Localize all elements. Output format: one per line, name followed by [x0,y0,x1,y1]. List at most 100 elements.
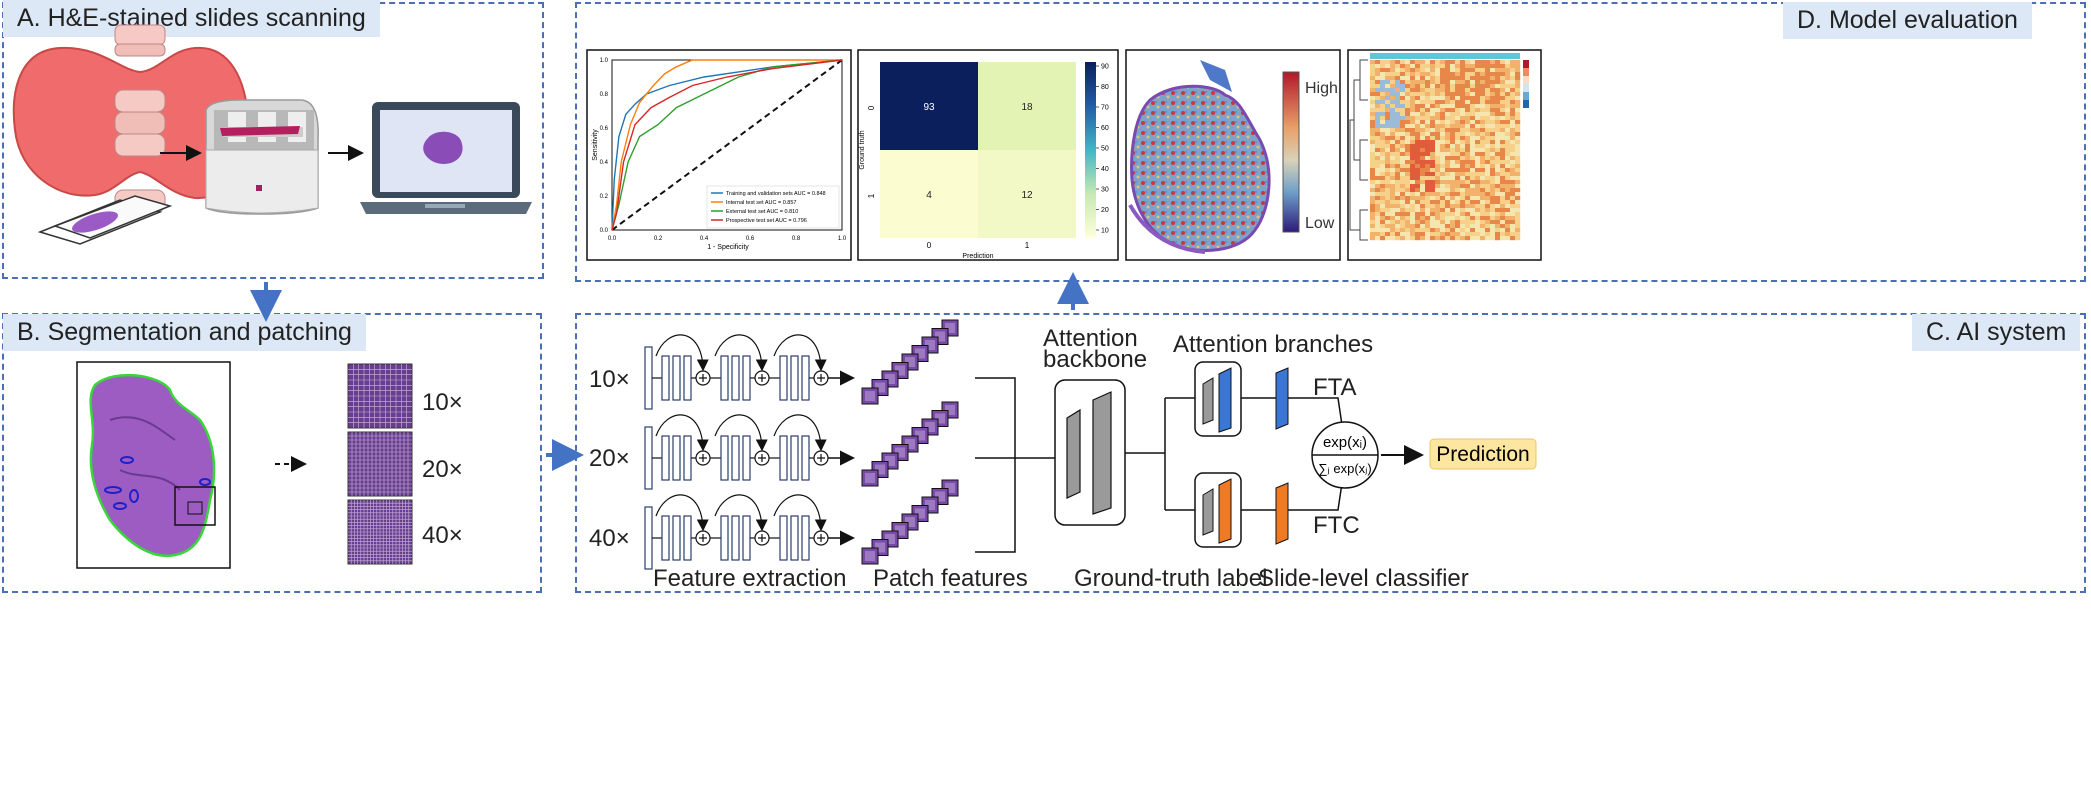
roc-y-tick: 0.2 [600,194,609,200]
label-attention-branches: Attention branches [1173,331,1374,358]
patch-feature-stack-1 [861,319,959,405]
glass-slide-icon [37,195,173,245]
cm-colorbar-tick: 20 [1101,207,1109,214]
softmax-numerator: exp(xᵢ) [1323,434,1367,451]
fta-vector [1275,367,1289,430]
cm-cell-11 [978,150,1076,238]
attention-legend-low: Low [1305,215,1335,232]
attention-legend-high: High [1305,80,1338,97]
laptop-icon [360,102,532,214]
cm-colorbar-tick: 40 [1101,166,1109,173]
label-feature-extraction: Feature extraction [653,565,847,592]
panel-d-title: D. Model evaluation [1783,2,2032,39]
slide-scanner-icon [205,99,319,215]
cm-col-label-0: 0 [927,241,932,250]
cm-colorbar-tick: 80 [1101,84,1109,91]
cm-colorbar-tick: 90 [1101,64,1109,71]
patch-grid-3 [347,499,413,565]
cm-value-11: 12 [1021,190,1033,201]
patch-grid-2 [347,431,413,497]
label-fta: FTA [1313,374,1357,401]
label-slide-level-classifier: Slide-level classifier [1258,565,1469,592]
roc-x-tick: 1.0 [838,236,847,242]
cm-colorbar-tick: 60 [1101,125,1109,132]
patch-feature-stack-3 [861,479,959,565]
roi-markers [104,456,211,510]
attention-heatmap-tissue [1130,84,1271,252]
label-attention-backbone-2: backbone [1043,346,1148,373]
roc-y-tick: 1.0 [600,58,609,64]
cm-value-01: 18 [1021,102,1033,113]
prediction-label: Prediction [1436,443,1529,466]
prediction-box [1429,438,1537,470]
roc-y-tick: 0.8 [600,92,609,98]
ai-mag-20: 20× [589,445,630,472]
patch-mag-40: 40× [422,522,463,549]
label-ftc: FTC [1313,512,1360,539]
cm-colorbar-tick: 30 [1101,187,1109,194]
roc-curve-4 [611,59,843,231]
roc-curve-2 [611,59,842,231]
roc-x-label: 1 - Specificity [707,244,749,251]
cm-colorbar [1085,62,1096,238]
patch-grid-1 [347,363,413,429]
label-attention-backbone-1: Attention [1043,325,1138,352]
feature-extractor-row-3 [644,494,855,570]
roc-x-tick: 0.4 [700,236,709,242]
patch-feature-stack-2 [861,401,959,487]
cm-row-label-1: 1 [867,193,876,198]
patch-region-box [174,486,216,526]
ftc-vector [1275,482,1289,545]
roc-x-tick: 0.6 [746,236,755,242]
cm-colorbar-tick: 10 [1101,228,1109,235]
cm-cell-01 [978,62,1076,150]
roc-y-tick: 0.4 [600,160,609,166]
roc-y-tick: 0.6 [600,126,609,132]
panel-b-title: B. Segmentation and patching [3,314,366,351]
roc-x-tick: 0.0 [608,236,617,242]
attention-branch-fta-box [1194,361,1242,437]
patch-mag-20: 20× [422,456,463,483]
attention-branch-ftc-box [1194,472,1242,548]
tissue-segmentation [89,373,216,558]
roc-legend-label: Prospective test set AUC = 0.796 [726,218,807,224]
roc-legend-label: Training and validation sets AUC = 0.848 [726,191,826,197]
gene-heatmap-color-legend [1523,60,1529,108]
feature-extractor-row-2 [644,414,855,490]
dendrogram [1349,59,1368,241]
roc-legend: Training and validation sets AUC = 0.848… [706,185,840,229]
roc-legend-label: External test set AUC = 0.810 [726,209,798,215]
ai-mag-40: 40× [589,525,630,552]
cm-col-label-1: 1 [1025,241,1030,250]
patch-mag-10: 10× [422,389,463,416]
label-patch-features: Patch features [873,565,1028,592]
panel-c-title: C. AI system [1912,314,2081,351]
cm-row-label-0: 0 [867,105,876,110]
softmax-denominator: ∑ⱼ exp(xⱼ) [1318,461,1372,476]
roc-x-tick: 0.2 [654,236,663,242]
cm-cell-00 [880,62,978,150]
attention-backbone-box [1054,379,1126,526]
panel-d [575,2,2086,282]
cm-x-label: Prediction [962,253,993,260]
roc-diagonal [611,59,843,231]
panel-a-title: A. H&E-stained slides scanning [3,0,380,37]
cm-y-label: Ground truth [859,130,866,169]
feature-extractor-row-1 [644,334,855,410]
cm-cell-10 [880,150,978,238]
cm-colorbar-tick: 70 [1101,105,1109,112]
roc-x-tick: 0.8 [792,236,801,242]
cm-value-00: 93 [923,102,935,113]
roc-y-tick: 0.0 [600,228,609,234]
cm-colorbar-tick: 50 [1101,146,1109,153]
label-ground-truth: Ground-truth label [1074,565,1268,592]
roc-y-label: Sensitivity [592,129,599,161]
